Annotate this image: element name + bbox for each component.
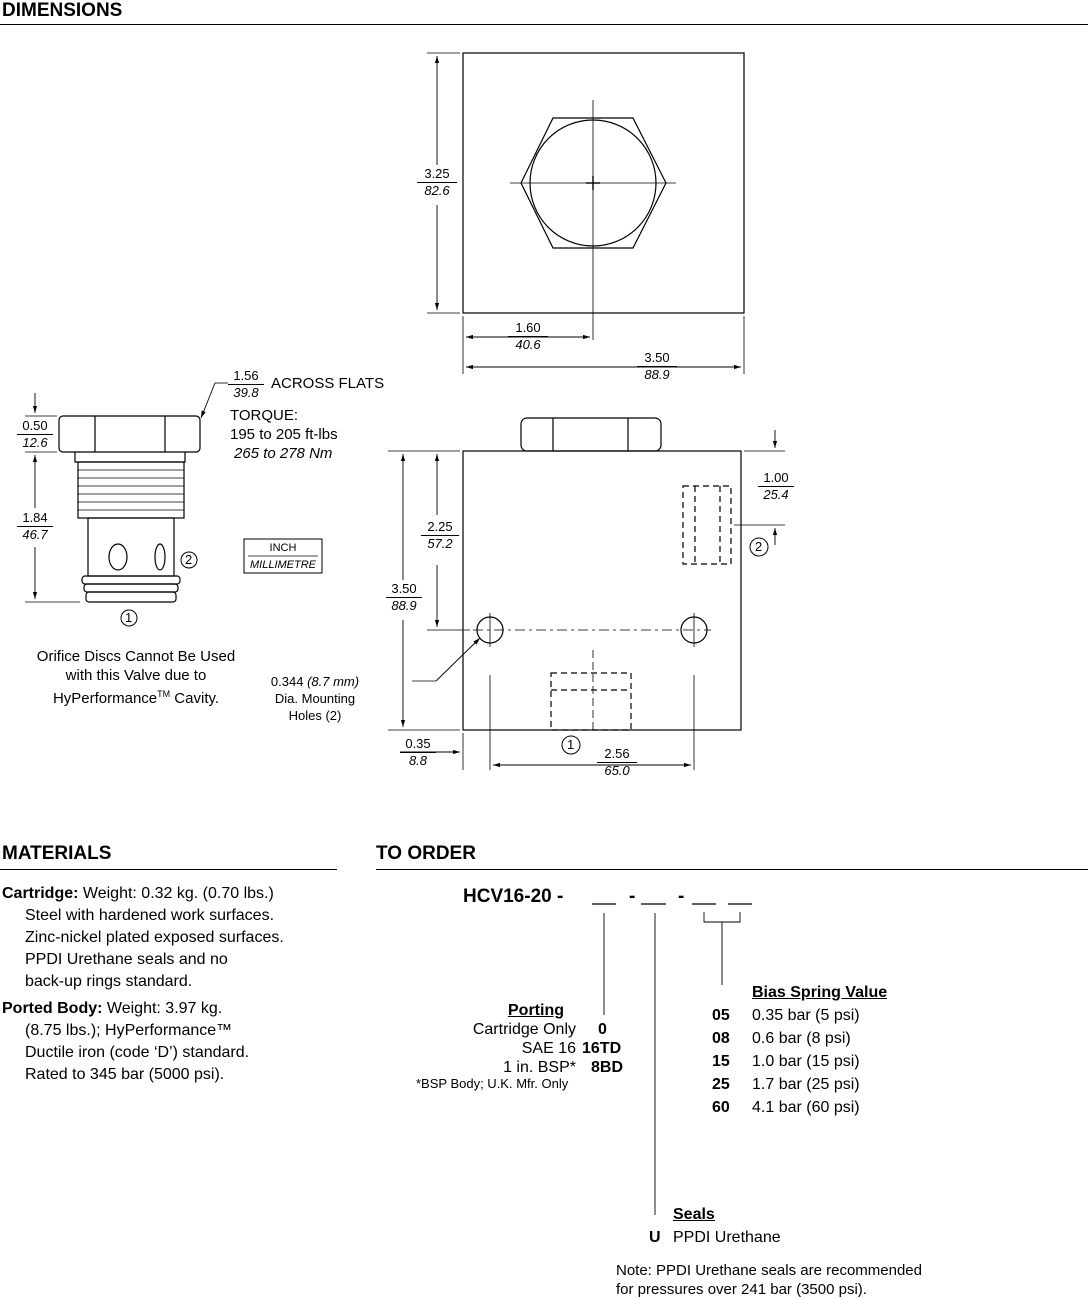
- cartridge-hex: [58, 415, 201, 453]
- mounting-hole-note-line1: 0.344 (8.7 mm): [270, 674, 360, 689]
- model-separator-1: -: [629, 886, 636, 907]
- port2-depth-dim: 1.00 25.4: [758, 470, 794, 503]
- porting-option-code: 0: [598, 1021, 607, 1038]
- edge-offset-dim: 0.35 8.8: [400, 736, 436, 769]
- materials-cartridge-line: PPDI Urethane seals and no: [25, 951, 228, 968]
- porting-title: Porting: [508, 1002, 564, 1019]
- mounting-hole-note: 0.344 (8.7 mm) Dia. Mounting Holes (2): [258, 673, 372, 724]
- unit-legend-inch: INCH: [269, 542, 297, 554]
- mounting-hole-note-line2: Dia. Mounting: [274, 691, 356, 706]
- to-order-rule: [376, 869, 1088, 870]
- unit-legend: INCH MILLIMETRE: [244, 541, 322, 572]
- hex-height-dim: 0.50 12.6: [17, 418, 53, 451]
- materials-cartridge-line: back-up rings standard.: [25, 973, 193, 990]
- unit-legend-mm: MILLIMETRE: [249, 559, 316, 571]
- body-length-dim: 1.84 46.7: [17, 510, 53, 543]
- to-order-heading: TO ORDER: [376, 843, 476, 864]
- mounting-hole-note-line3: Holes (2): [288, 708, 342, 723]
- materials-heading: MATERIALS: [2, 843, 112, 864]
- dimensions-rule: [0, 24, 1088, 25]
- hole-spacing-dim: 2.56 65.0: [597, 746, 637, 779]
- seals-title: Seals: [673, 1206, 715, 1223]
- materials-body-title: Ported Body: Weight: 3.97 kg.: [2, 1000, 223, 1017]
- porting-footnote: *BSP Body; U.K. Mfr. Only: [416, 1076, 569, 1091]
- seal-note-line1: Note: PPDI Urethane seals are recommende…: [616, 1262, 922, 1279]
- cartridge-port-2-label: 2: [185, 552, 193, 567]
- front-view-body: [462, 450, 742, 731]
- orifice-note: Orifice Discs Cannot Be Used with this V…: [0, 647, 272, 708]
- seal-note-line2: for pressures over 241 bar (3500 psi).: [616, 1281, 867, 1298]
- porting-option-code: 16TD: [582, 1040, 622, 1057]
- materials-cartridge-line: Zinc-nickel plated exposed surfaces.: [25, 929, 284, 946]
- total-height-dim: 3.50 88.9: [386, 581, 422, 614]
- seal-note: Note: PPDI Urethane seals are recommende…: [616, 1261, 922, 1299]
- model-code: HCV16-20 -: [463, 886, 564, 907]
- top-width-dim: 3.50 88.9: [637, 350, 677, 383]
- orifice-note-line2: with this Valve due to: [65, 667, 207, 684]
- materials-body-line: Rated to 345 bar (5000 psi).: [25, 1066, 225, 1083]
- torque-label: TORQUE:: [230, 407, 299, 424]
- porting-option-label: 1 in. BSP*: [503, 1059, 576, 1076]
- orifice-note-line1: Orifice Discs Cannot Be Used: [36, 648, 236, 665]
- materials-rule: [0, 869, 337, 870]
- orifice-note-line3: HyPerformanceTM Cavity.: [52, 689, 220, 707]
- materials-cartridge-title: Cartridge: Weight: 0.32 kg. (0.70 lbs.): [2, 885, 274, 902]
- bias-title: Bias Spring Value: [752, 984, 888, 1001]
- materials-cartridge-line: Steel with hardened work surfaces.: [25, 907, 275, 924]
- porting-option-code: 8BD: [591, 1059, 624, 1076]
- top-view-body: [462, 52, 745, 314]
- dimensions-heading: DIMENSIONS: [2, 0, 123, 21]
- top-height-dim: 3.25 82.6: [417, 166, 457, 199]
- torque-ftlbs: 195 to 205 ft-lbs: [230, 426, 338, 443]
- model-separator-2: -: [678, 886, 685, 907]
- porting-option-label: SAE 16: [521, 1040, 576, 1057]
- front-port-2-label: 2: [755, 539, 763, 554]
- materials-body-line: Ductile iron (code ‘D’) standard.: [25, 1044, 250, 1061]
- porting-option-label: Cartridge Only: [472, 1021, 576, 1038]
- materials-body-line: (8.75 lbs.); HyPerformance™: [25, 1022, 233, 1039]
- cartridge-port-1-label: 1: [125, 610, 133, 625]
- materials-cartridge: Cartridge: Weight: 0.32 kg. (0.70 lbs.) …: [2, 883, 284, 993]
- across-flats-note: ACROSS FLATS: [271, 375, 385, 392]
- torque-nm: 265 to 278 Nm: [234, 445, 333, 462]
- materials-body: Ported Body: Weight: 3.97 kg. (8.75 lbs.…: [2, 998, 249, 1086]
- front-port-1-label: 1: [567, 737, 575, 752]
- hex-dim: 1.56 39.8: [228, 368, 264, 401]
- hole-height-dim: 2.25 57.2: [421, 519, 459, 552]
- top-center-dim: 1.60 40.6: [508, 320, 548, 353]
